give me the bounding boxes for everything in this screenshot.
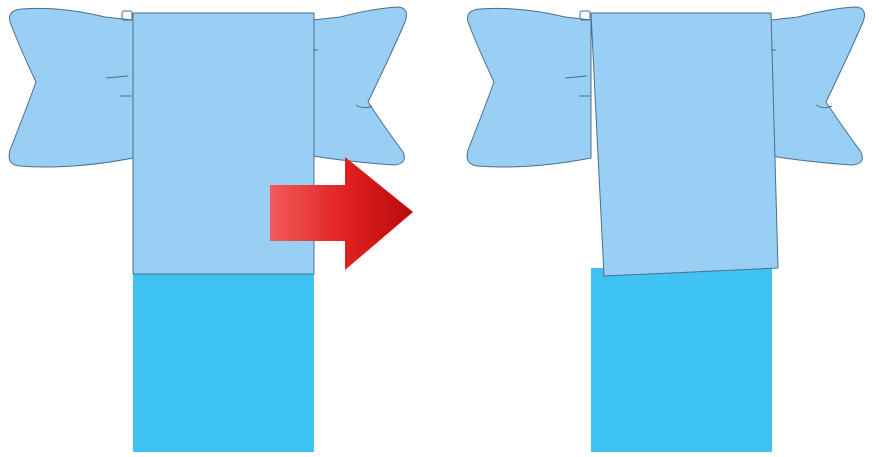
right-sleeve-before [313, 7, 406, 165]
after-step-panel [467, 7, 864, 452]
left-sleeve-after [467, 8, 591, 167]
lower-body-before [133, 274, 314, 452]
left-sleeve-before [9, 8, 133, 167]
upper-body-after-tilted [591, 13, 778, 276]
right-sleeve-after [771, 7, 864, 165]
lower-body-after [591, 268, 772, 452]
